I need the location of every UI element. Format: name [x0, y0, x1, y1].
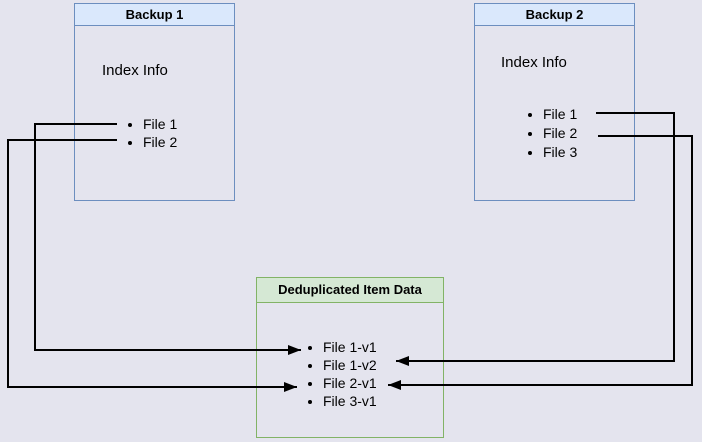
backup1-file-item: File 1 — [143, 115, 234, 133]
backup1-index-info-label: Index Info — [102, 62, 168, 79]
deduplicated-item-data-box: Deduplicated Item Data File 1-v1File 1-v… — [256, 277, 444, 438]
backup1-body: Index Info File 1File 2 — [75, 62, 234, 151]
deduplicated-file-item: File 2-v1 — [323, 374, 443, 392]
backup2-file-item: File 1 — [543, 105, 634, 124]
deduplicated-file-item: File 3-v1 — [323, 392, 443, 410]
deduplicated-file-list: File 1-v1File 1-v2File 2-v1File 3-v1 — [257, 338, 443, 410]
deduplicated-item-data-body: File 1-v1File 1-v2File 2-v1File 3-v1 — [257, 338, 443, 410]
backup1-box: Backup 1 Index Info File 1File 2 — [74, 3, 235, 201]
backup2-index-info-label: Index Info — [501, 54, 567, 71]
deduplicated-file-item: File 1-v1 — [323, 338, 443, 356]
backup1-file-item: File 2 — [143, 133, 234, 151]
backup2-file-item: File 3 — [543, 143, 634, 162]
backup1-title: Backup 1 — [75, 4, 234, 26]
backup2-body: Index Info File 1File 2File 3 — [475, 54, 634, 162]
backup2-title: Backup 2 — [475, 4, 634, 26]
backup2-file-list: File 1File 2File 3 — [475, 105, 634, 162]
backup2-file-item: File 2 — [543, 124, 634, 143]
backup2-box: Backup 2 Index Info File 1File 2File 3 — [474, 3, 635, 201]
deduplicated-file-item: File 1-v2 — [323, 356, 443, 374]
deduplicated-item-data-title: Deduplicated Item Data — [257, 278, 443, 303]
backup1-file-list: File 1File 2 — [75, 115, 234, 151]
